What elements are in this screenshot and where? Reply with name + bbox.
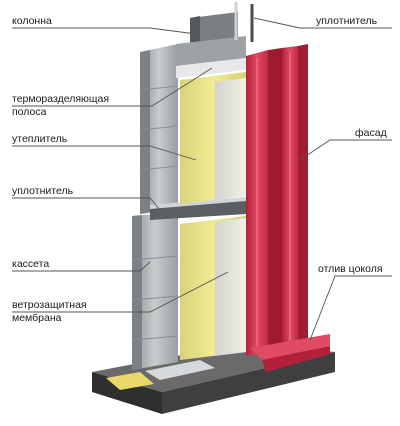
facade-profiles xyxy=(246,44,308,356)
label-termo-line1: терморазделяющая xyxy=(12,93,110,105)
label-kasseta: кассета xyxy=(12,258,50,270)
label-kolonna: колонна xyxy=(12,15,52,27)
label-fasad: фасад xyxy=(355,127,387,139)
label-uplotnitel-top: уплотнитель xyxy=(316,15,378,27)
membrane-upper xyxy=(215,78,246,200)
label-membrana-line2: мембрана xyxy=(12,312,62,324)
leader-lines xyxy=(12,17,392,341)
thermal-strip xyxy=(176,58,246,78)
label-membrana-line1: ветрозащитная xyxy=(12,299,87,311)
base-insulation-strip xyxy=(106,372,154,390)
base-drip xyxy=(250,334,330,372)
label-uplotnitel-mid: уплотнитель xyxy=(12,185,74,197)
mid-seal-strip xyxy=(150,200,246,220)
column xyxy=(176,12,246,66)
membrane-lower xyxy=(215,218,246,356)
label-termo-line2: полоса xyxy=(12,106,47,118)
cassette-lower xyxy=(131,212,179,370)
label-otliv: отлив цоколя xyxy=(318,263,383,275)
cassette-upper xyxy=(139,44,179,214)
label-uteplitel: утеплитель xyxy=(12,133,68,145)
